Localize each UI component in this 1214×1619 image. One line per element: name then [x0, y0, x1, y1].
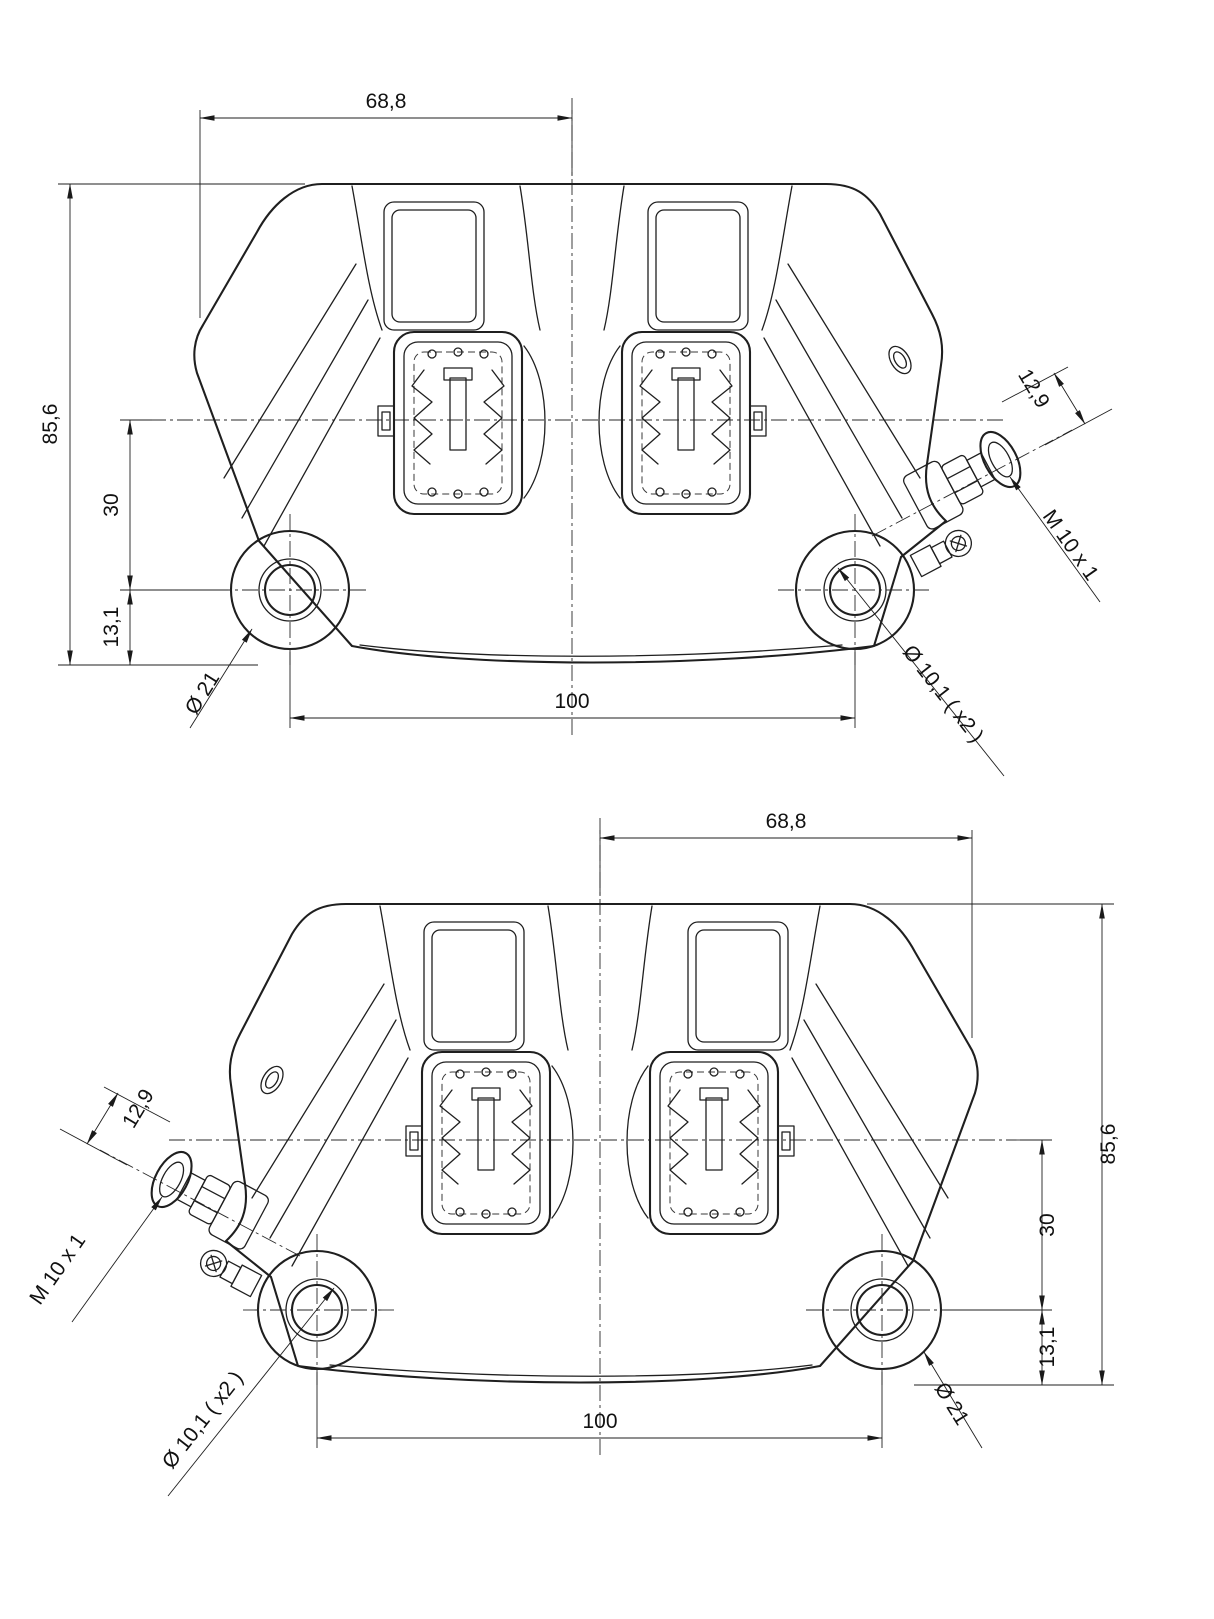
- dim-port-offset-label: 12,9: [118, 1085, 159, 1132]
- dim-mount-to-base-label: 13,1: [1036, 1327, 1059, 1368]
- dim-port-thread-label: M 10 x 1: [25, 1230, 90, 1309]
- dim-port-thread-label: M 10 x 1: [1038, 506, 1103, 585]
- dim-mount-to-base-label: 13,1: [100, 607, 123, 648]
- dim-port-offset-label: 12,9: [1013, 365, 1054, 412]
- dim-height: 85,6: [39, 183, 305, 666]
- dim-port-offset: 12,9: [1001, 365, 1113, 446]
- dim-boss-diameter-label: Ø 21: [930, 1378, 974, 1429]
- dim-mount-holes: Ø 10,1 ( x2 ): [837, 567, 1005, 777]
- dim-width: 68,8: [599, 810, 973, 1038]
- dim-port-thread: M 10 x 1: [1009, 476, 1103, 603]
- dim-boss-diameter: Ø 21: [923, 1351, 983, 1449]
- dim-center-to-mount-label: 30: [100, 493, 123, 516]
- dim-mount-to-base: 13,1: [100, 589, 133, 666]
- dim-width-label: 68,8: [766, 810, 807, 833]
- dim-mount-spacing-label: 100: [582, 1410, 617, 1433]
- dim-center-to-mount-label: 30: [1036, 1213, 1059, 1236]
- dim-width: 68,8: [199, 90, 573, 318]
- dim-mount-holes-label: Ø 10,1 ( x2 ): [158, 1367, 248, 1473]
- dimensions-front-view: 68,8 85,6 30 13,1 100 Ø 21: [39, 90, 1113, 777]
- caliper-front-view: [150, 98, 1072, 738]
- dim-center-to-mount: 30: [944, 1139, 1059, 1311]
- dim-mount-holes-label: Ø 10,1 ( x2 ): [898, 641, 988, 747]
- dim-boss-diameter-label: Ø 21: [181, 668, 225, 719]
- dim-height-label: 85,6: [1097, 1124, 1120, 1165]
- caliper-rear-view: [100, 818, 1022, 1458]
- dim-mount-spacing-label: 100: [554, 690, 589, 713]
- dim-boss-diameter: Ø 21: [181, 628, 253, 729]
- dim-height: 85,6: [867, 903, 1120, 1386]
- dim-mount-spacing: 100: [316, 1372, 883, 1448]
- dim-height-label: 85,6: [39, 404, 62, 445]
- dim-port-offset: 12,9: [59, 1085, 171, 1166]
- dim-mount-spacing: 100: [289, 652, 856, 728]
- dim-mount-to-base: 13,1: [1036, 1309, 1059, 1386]
- dim-port-thread: M 10 x 1: [25, 1196, 163, 1323]
- dim-width-label: 68,8: [366, 90, 407, 113]
- dim-mount-holes: Ø 10,1 ( x2 ): [158, 1287, 335, 1497]
- dim-center-to-mount: 30: [100, 419, 228, 591]
